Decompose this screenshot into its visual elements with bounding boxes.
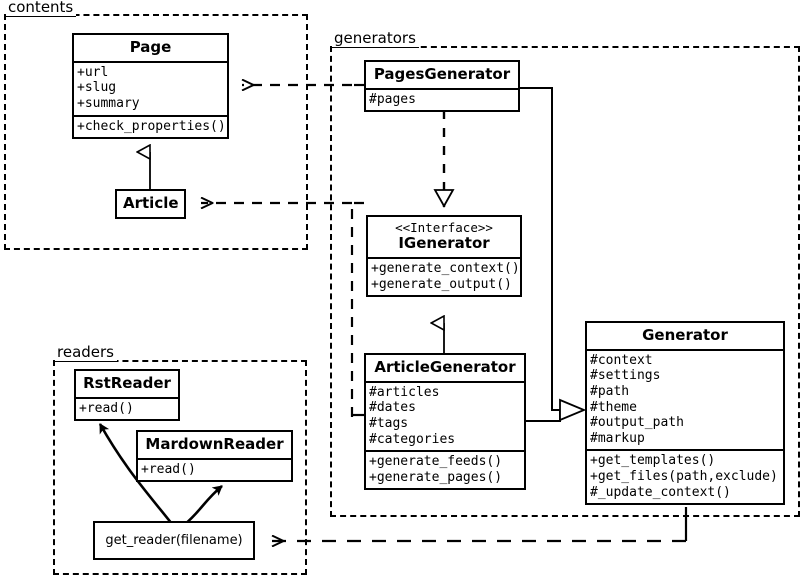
class-name-igenerator: <<Interface>> IGenerator	[368, 217, 520, 257]
operation-row: +read()	[141, 461, 196, 477]
attribute-row: #tags	[369, 415, 409, 431]
class-operations-page: +check_properties()	[74, 114, 227, 138]
attribute-row: #path	[590, 383, 630, 399]
package-generators	[330, 46, 800, 517]
class-operations-markdownreader: +read()	[138, 457, 291, 481]
operation-row: +get_files(path,exclude)	[590, 468, 778, 484]
operation-row: +generate_feeds()	[369, 454, 503, 470]
operation-row: #_update_context()	[590, 484, 731, 500]
class-name-page: Page	[129, 38, 172, 56]
attribute-row: #output_path	[590, 415, 684, 431]
operation-row: +generate_context()	[371, 261, 520, 277]
class-operations-articlegenerator: +generate_feeds() +generate_pages()	[366, 450, 524, 488]
class-box-igenerator[interactable]: <<Interface>> IGenerator +generate_conte…	[366, 215, 522, 298]
attribute-row: +summary	[77, 95, 140, 111]
class-box-page[interactable]: Page +url +slug +summary +check_properti…	[72, 33, 229, 140]
class-name-pagesgenerator: PagesGenerator	[373, 65, 511, 83]
class-box-articlegenerator[interactable]: ArticleGenerator #articles #dates #tags …	[364, 353, 526, 491]
class-attributes-page: +url +slug +summary	[74, 60, 227, 115]
attribute-row: #settings	[590, 368, 661, 384]
package-generators-label: generators	[332, 31, 419, 48]
attribute-row: +slug	[77, 80, 117, 96]
class-stereotype-igenerator: <<Interface>>	[395, 220, 493, 235]
package-readers-label: readers	[55, 345, 117, 362]
operation-row: +check_properties()	[77, 118, 226, 134]
attribute-row: #context	[590, 352, 653, 368]
attribute-row: #articles	[369, 384, 440, 400]
class-box-generator[interactable]: Generator #context #settings #path #them…	[585, 321, 785, 506]
package-readers	[53, 360, 307, 575]
class-operations-rstreader: +read()	[76, 396, 178, 420]
class-name-text-igenerator: IGenerator	[398, 234, 490, 253]
package-contents-label: contents	[6, 0, 77, 17]
class-box-pagesgenerator[interactable]: PagesGenerator #pages	[364, 60, 520, 113]
class-attributes-generator: #context #settings #path #theme #output_…	[587, 348, 783, 450]
operation-row: +read()	[79, 400, 134, 416]
class-attributes-articlegenerator: #articles #dates #tags #categories	[366, 380, 524, 450]
class-name-articlegenerator: ArticleGenerator	[374, 358, 516, 376]
class-name-generator: Generator	[642, 326, 728, 344]
class-name-rstreader: RstReader	[83, 374, 171, 392]
attribute-row: #dates	[369, 400, 416, 416]
class-box-markdownreader[interactable]: MardownReader +read()	[136, 430, 293, 483]
class-box-rstreader[interactable]: RstReader +read()	[74, 369, 180, 422]
package-contents	[4, 14, 308, 250]
class-name-article: Article	[123, 194, 179, 212]
attribute-row: #theme	[590, 399, 637, 415]
attribute-row: #pages	[369, 91, 416, 107]
function-label-get-reader: get_reader(filename)	[105, 533, 243, 548]
class-operations-igenerator: +generate_context() +generate_output()	[368, 257, 520, 295]
attribute-row: #categories	[369, 431, 456, 447]
operation-row: +get_templates()	[590, 453, 716, 469]
class-attributes-pagesgenerator: #pages	[366, 87, 518, 111]
operation-row: +generate_pages()	[369, 469, 503, 485]
class-box-article[interactable]: Article	[115, 189, 186, 219]
function-box-get-reader[interactable]: get_reader(filename)	[93, 521, 255, 560]
class-name-markdownreader: MardownReader	[145, 435, 284, 453]
attribute-row: #markup	[590, 430, 645, 446]
operation-row: +generate_output()	[371, 276, 512, 292]
attribute-row: +url	[77, 64, 109, 80]
class-operations-generator: +get_templates() +get_files(path,exclude…	[587, 449, 783, 503]
